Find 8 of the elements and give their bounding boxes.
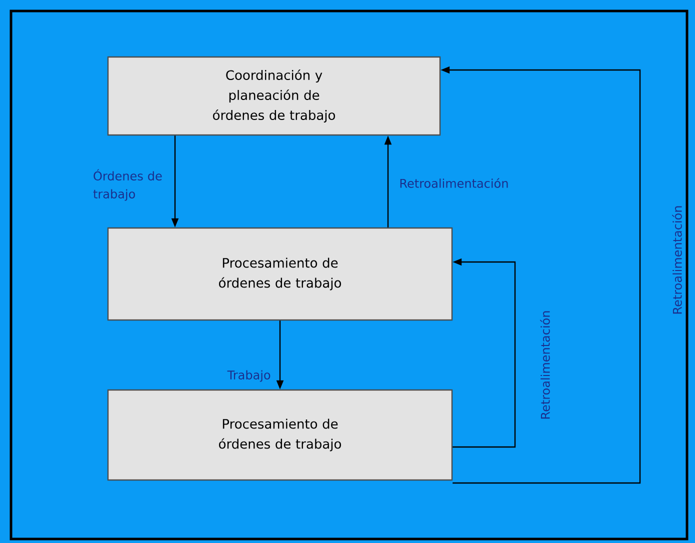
process-box: Procesamiento de órdenes de trabajo: [107, 227, 453, 321]
process-box: Procesamiento de órdenes de trabajo: [107, 389, 453, 481]
edge-label: Órdenes de trabajo: [93, 169, 162, 201]
edge-label: Retroalimentación: [540, 311, 550, 419]
edge-label: Retroalimentación: [400, 178, 508, 188]
edge-label: Trabajo: [227, 370, 270, 382]
process-box: Coordinación y planeación de órdenes de trabajo: [107, 56, 441, 136]
edge-label: Retroalimentación: [672, 206, 682, 314]
